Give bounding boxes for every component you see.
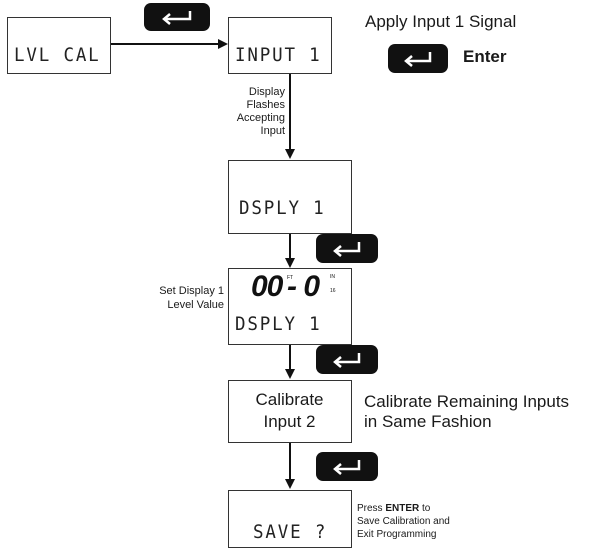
calibrate-remaining-note: Calibrate Remaining Inputs in Same Fashi… bbox=[364, 392, 569, 432]
display-value-inches: - 0 bbox=[287, 270, 320, 303]
apply-signal-label: Apply Input 1 Signal bbox=[365, 12, 517, 31]
enter-key-3[interactable] bbox=[316, 345, 378, 374]
input1-display-text: INPUT 1 bbox=[235, 44, 322, 66]
press-enter-bold: ENTER bbox=[385, 503, 420, 514]
dsply1-display-box: DSPLY 1 bbox=[228, 160, 352, 234]
enter-legend-label: Enter bbox=[463, 47, 507, 66]
set-display-line1: Set Display 1 bbox=[159, 285, 224, 297]
calibrate-remaining-line2: in Same Fashion bbox=[364, 412, 492, 431]
lvl-cal-display-box: LVL CAL bbox=[7, 17, 111, 74]
press-enter-line1: Press ENTER to bbox=[357, 502, 450, 515]
save-line2: Save Calibration and bbox=[357, 516, 450, 527]
display-flashes-line1: Display bbox=[248, 86, 285, 98]
set-display-note: Set Display 1 Level Value bbox=[134, 284, 224, 312]
enter-key-2[interactable] bbox=[316, 234, 378, 263]
save-line3: Exit Programming bbox=[357, 529, 437, 540]
enter-key-4[interactable] bbox=[316, 452, 378, 481]
enter-return-icon bbox=[333, 242, 361, 257]
display-flashes-line2: Flashes bbox=[246, 99, 285, 111]
calibrate-input2-line1: Calibrate bbox=[255, 390, 324, 409]
display-unit-ft: FT bbox=[287, 275, 294, 281]
enter-return-icon bbox=[162, 11, 192, 25]
enter-key-top[interactable] bbox=[144, 3, 210, 31]
set-display-line2: Level Value bbox=[167, 299, 224, 311]
display-flashes-line4: Input bbox=[260, 125, 285, 137]
save-display-box: SAVE ? bbox=[228, 490, 352, 548]
display-unit-16: 16 bbox=[330, 288, 336, 294]
input1-display-box: INPUT 1 bbox=[228, 17, 332, 74]
lvl-cal-display-text: LVL CAL bbox=[14, 44, 101, 66]
calibrate-input2-box: Calibrate Input 2 bbox=[228, 380, 352, 443]
display-value-feet: 00 bbox=[251, 270, 283, 303]
save-display-text: SAVE ? bbox=[253, 521, 328, 543]
calibrate-input2-line2: Input 2 bbox=[263, 412, 316, 431]
display-flashes-note: Display Flashes Accepting Input bbox=[215, 86, 285, 138]
display-flashes-line3: Accepting bbox=[236, 112, 285, 124]
press-suffix: to bbox=[419, 503, 431, 514]
enter-return-icon bbox=[404, 52, 432, 67]
display-value-box: 00 FT - 0 IN 16 DSPLY 1 bbox=[228, 268, 352, 345]
enter-return-icon bbox=[333, 353, 361, 368]
display-unit-in: IN bbox=[330, 274, 335, 280]
press-enter-note: Press ENTER to Save Calibration and Exit… bbox=[357, 502, 450, 541]
press-prefix: Press bbox=[357, 503, 386, 514]
display-value-lower-text: DSPLY 1 bbox=[235, 313, 322, 335]
dsply1-display-text: DSPLY 1 bbox=[239, 197, 326, 219]
calibrate-input2-text: Calibrate Input 2 bbox=[229, 389, 350, 433]
enter-return-icon bbox=[333, 460, 361, 475]
calibrate-remaining-line1: Calibrate Remaining Inputs bbox=[364, 392, 570, 411]
enter-key-legend[interactable] bbox=[388, 44, 448, 73]
